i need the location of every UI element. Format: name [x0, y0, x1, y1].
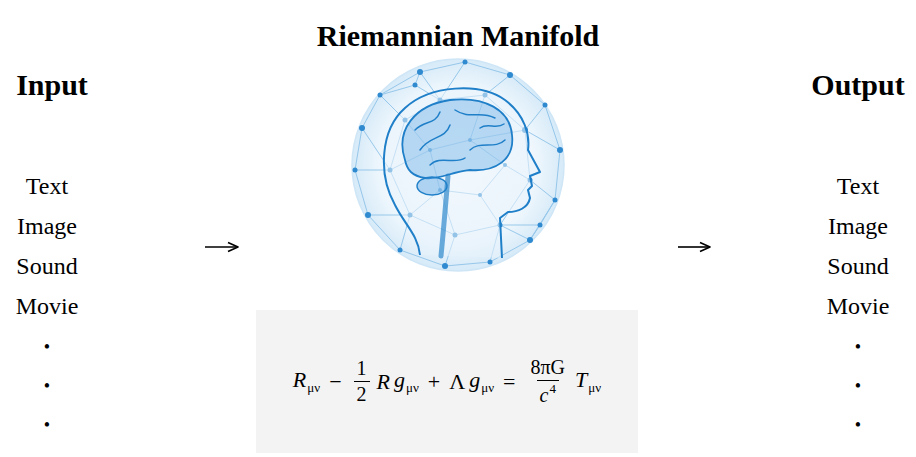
ellipsis-dot: •	[44, 337, 50, 358]
equation-symbol: −	[329, 369, 341, 394]
ellipsis-dot: •	[855, 337, 861, 358]
equation-symbol: 1	[357, 357, 367, 379]
modality-label: Movie	[16, 293, 79, 321]
equation-symbol: Λ	[449, 369, 465, 394]
equation-term: gμν	[469, 367, 494, 396]
equation-term: gμν	[394, 367, 419, 396]
equation-term: Rμν	[293, 367, 320, 396]
manifold-sphere: Riemannian Manifold	[243, 8, 673, 272]
equation-box: Rμν−12Rgμν+Λgμν=8πGc4Tμν	[256, 310, 638, 453]
equation-symbol: R	[293, 367, 306, 392]
equation-term: Tμν	[575, 367, 601, 396]
fraction-denominator: 2	[354, 381, 370, 406]
brain-shape	[402, 99, 512, 256]
column-heading: Output	[811, 68, 904, 103]
ellipsis-dot: •	[44, 376, 50, 397]
modality-label: Image	[17, 213, 77, 241]
fraction-denominator: c4	[537, 380, 559, 406]
flow-arrow	[678, 246, 710, 248]
equation-symbol: 8πG	[531, 356, 566, 378]
flow-arrow	[205, 246, 238, 248]
equation-fraction: 12	[354, 357, 370, 406]
modality-label: Sound	[827, 253, 888, 281]
fraction-numerator: 1	[354, 357, 370, 381]
equation-symbol: R	[377, 369, 390, 394]
equation-symbol: 4	[549, 381, 556, 396]
equation-term: R	[377, 369, 390, 395]
head-profile	[384, 88, 540, 258]
network-lines	[355, 62, 560, 266]
network-dots	[353, 60, 564, 270]
equation-symbol: c	[540, 384, 549, 406]
column-heading: Input	[16, 68, 88, 103]
equation-symbol: μν	[588, 380, 601, 395]
modality-label: Text	[26, 173, 68, 201]
equation-fraction: 8πGc4	[528, 356, 569, 406]
equation-symbol: +	[428, 369, 440, 394]
ellipsis-dot: •	[44, 415, 50, 436]
equation-symbol: g	[394, 367, 405, 392]
modality-label: Text	[837, 173, 879, 201]
equation-symbol: T	[575, 367, 587, 392]
equation-symbol: μν	[481, 380, 494, 395]
equation-symbol: g	[469, 367, 480, 392]
modality-label: Image	[828, 213, 888, 241]
ellipsis-dot: •	[855, 376, 861, 397]
equation-symbol: =	[503, 369, 515, 394]
equation-symbol: μν	[307, 380, 320, 395]
output-column: OutputTextImageSoundMovie • • •	[715, 50, 912, 445]
equation-row: Rμν−12Rgμν+Λgμν=8πGc4Tμν	[291, 356, 603, 406]
sphere-ground	[352, 59, 564, 271]
fraction-numerator: 8πG	[528, 356, 569, 380]
equation-symbol: 2	[357, 383, 367, 405]
manifold-heading: Riemannian Manifold	[317, 19, 600, 54]
modality-label: Sound	[16, 253, 77, 281]
equation-symbol: μν	[406, 380, 419, 395]
input-column: InputTextImageSoundMovie • • •	[4, 50, 200, 445]
modality-label: Movie	[827, 293, 890, 321]
ellipsis-dot: •	[855, 415, 861, 436]
equation-term: Λ	[449, 369, 465, 395]
